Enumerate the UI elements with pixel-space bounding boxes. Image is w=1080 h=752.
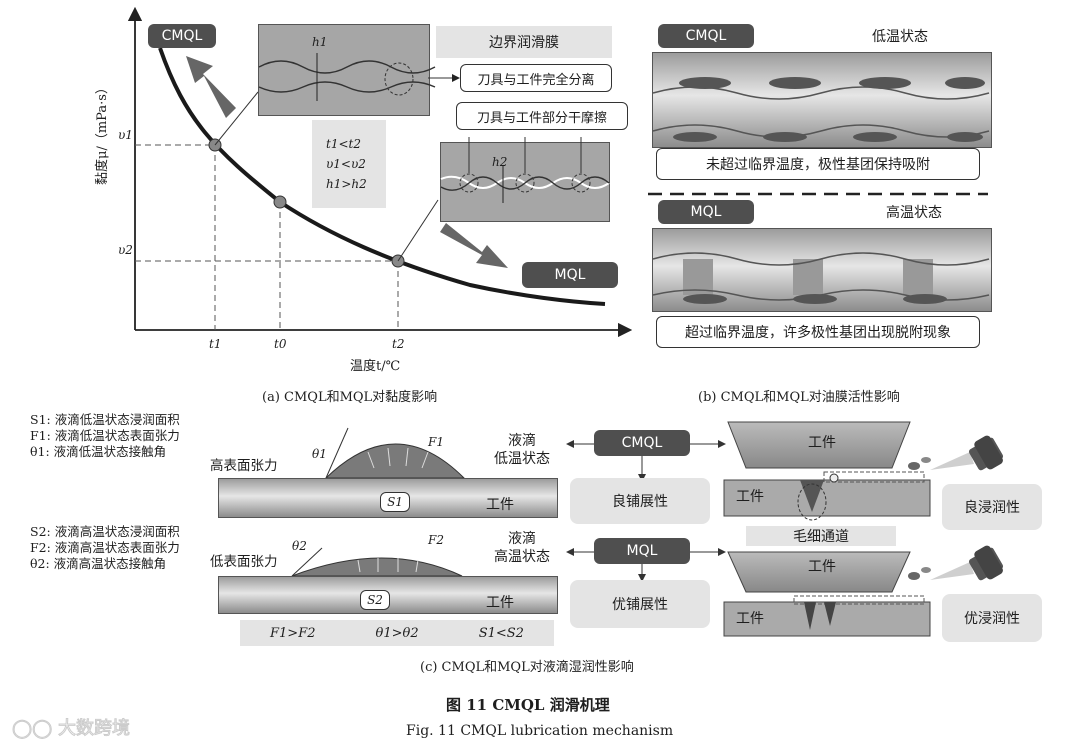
watermark: ◯◯ 大数跨境 [11,718,131,739]
s2-label: S2 [360,590,390,610]
excellent-wetting-box: 优浸润性 [942,594,1042,642]
legend-high: S2: 液滴高温状态浸润面积 F2: 液滴高温状态表面张力 θ2: 液滴高温状态… [30,524,180,572]
legend-theta1: θ1: 液滴低温状态接触角 [30,444,167,459]
cmql-tag-a: CMQL [148,24,216,48]
s1-label: S1 [380,492,410,512]
mql-tag-c: MQL [594,538,690,564]
y-tick-v2: υ2 [118,243,133,257]
legend-s1: S1: 液滴低温状态浸润面积 [30,412,180,427]
mql-arrow [440,223,508,268]
low-temp-text-box: 未超过临界温度，极性基团保持吸附 [656,148,980,180]
nozzle-icon-high [908,545,1004,581]
legend-f1: F1: 液滴低温状态表面张力 [30,428,180,443]
droplet-high-temp [291,547,463,577]
legend-low: S1: 液滴低温状态浸润面积 F1: 液滴低温状态表面张力 θ1: 液滴低温状态… [30,412,180,460]
viscosity-curve [158,47,606,306]
h1-label: h1 [312,35,328,49]
tool-low-temp [727,421,911,469]
x-tick-t2: t2 [392,337,405,351]
excellent-spreading-box: 优铺展性 [570,580,710,628]
tool-high-temp [727,551,911,593]
conditions-box: t1<t2 υ1<υ2 h1>h2 [312,120,386,208]
caption-b: (b) CMQL和MQL对油膜活性影响 [698,390,900,405]
caption-c: (c) CMQL和MQL对液滴湿润性影响 [420,660,634,675]
film-inset-h1 [258,24,436,116]
x-axis-label: 温度t/℃ [350,359,401,374]
y-tick-v1: υ1 [118,128,133,142]
droplet-low-temp [324,427,466,479]
figure-title: 图 11 CMQL 润滑机理 [446,696,610,714]
compare-theta: θ1>θ2 [375,625,419,641]
nozzle-icon-low [908,435,1004,471]
high-temp-film [652,228,992,312]
theta2-label: θ2 [292,539,307,553]
workpiece-label-high-right: 工件 [736,611,764,627]
h2-label: h2 [492,155,508,169]
legend-theta2: θ2: 液滴高温状态接触角 [30,556,167,571]
tool-label-high: 工件 [808,559,836,575]
workpiece-low-temp [723,471,931,521]
point-t0 [273,195,287,209]
low-temp-state: 低温状态 [872,29,928,45]
mql-tag-a: MQL [522,262,618,288]
compare-f: F1>F2 [270,625,316,641]
mql-tag-b: MQL [658,200,754,224]
droplet-high-state: 液滴 高温状态 [494,531,550,565]
y-axis-label: 黏度μ/（mPa·s） [95,81,110,185]
comparison-bar: F1>F2 θ1>θ2 S1<S2 [240,620,554,646]
workpiece-label-low-right: 工件 [736,489,764,505]
high-surface-tension: 高表面张力 [210,458,278,474]
droplet-low-state: 液滴 低温状态 [494,433,550,467]
f2-label: F2 [428,533,444,547]
watermark-text: 大数跨境 [58,718,131,739]
tool-label-low: 工件 [808,435,836,451]
good-wetting-box: 良浸润性 [942,484,1042,530]
caption-a: (a) CMQL和MQL对黏度影响 [262,390,438,405]
condition-v: υ1<υ2 [326,157,366,171]
partial-dry-friction-box: 刀具与工件部分干摩擦 [456,102,628,130]
high-temp-text-box: 超过临界温度，许多极性基团出现脱附现象 [656,316,980,348]
compare-s: S1<S2 [478,625,524,641]
legend-f2: F2: 液滴高温状态表面张力 [30,540,180,555]
viscosity-axes [127,6,633,338]
cmql-tag-c: CMQL [594,430,690,456]
f1-label: F1 [428,435,444,449]
capillary-label: 毛细通道 [746,526,896,546]
legend-s2: S2: 液滴高温状态浸润面积 [30,524,180,539]
connector-full-sep [428,74,460,82]
mql-down-arrow [638,564,646,582]
full-separation-box: 刀具与工件完全分离 [460,64,612,92]
theta1-label: θ1 [312,447,327,461]
condition-h: h1>h2 [326,177,367,191]
x-tick-t0: t0 [274,337,287,351]
low-surface-tension: 低表面张力 [210,554,278,570]
x-tick-t1: t1 [209,337,222,351]
boundary-film-label: 边界润滑膜 [436,26,612,58]
watermark-icon: ◯◯ [11,718,59,739]
workpiece-low: 工件 [486,497,514,513]
divider-dashed [648,192,988,196]
figure-title-en: Fig. 11 CMQL lubrication mechanism [406,723,674,739]
workpiece-high-temp [723,595,931,637]
film-inset-h2 [440,137,610,222]
workpiece-high: 工件 [486,595,514,611]
good-spreading-box: 良铺展性 [570,478,710,524]
condition-t: t1<t2 [326,137,361,151]
cmql-arrow [186,56,236,118]
high-temp-state: 高温状态 [886,205,942,221]
cmql-tag-b: CMQL [658,24,754,48]
low-temp-film [652,52,992,148]
